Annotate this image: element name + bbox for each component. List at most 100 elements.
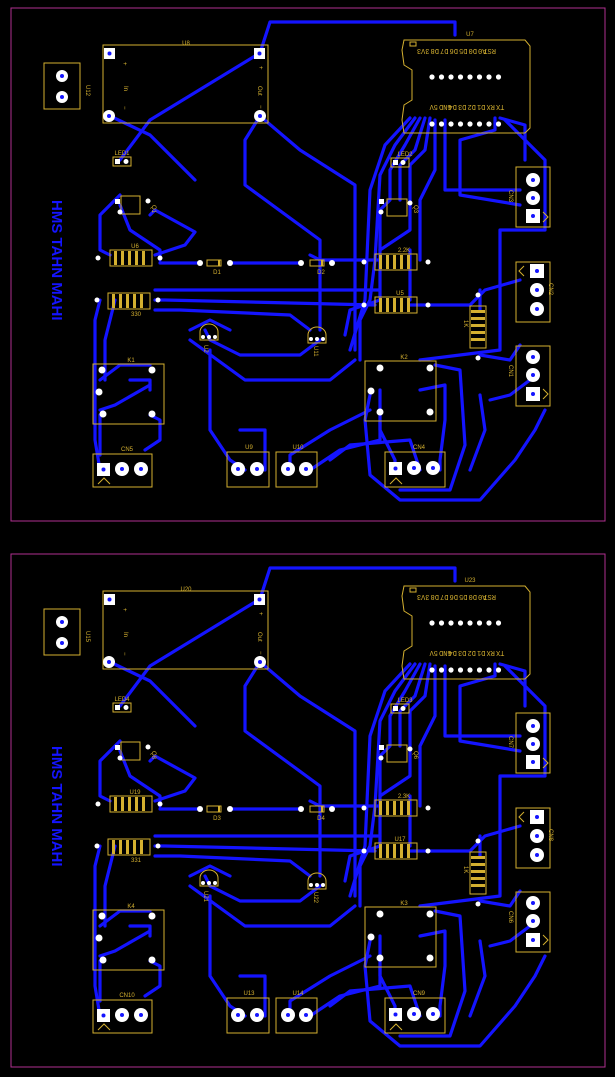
mcu-top-pin	[438, 620, 445, 626]
mcu-bottom-pin	[495, 667, 502, 673]
mcu-top-pin	[486, 620, 492, 626]
mcu-top-pin	[438, 74, 445, 80]
diode-right: D4	[298, 805, 335, 822]
svg-text:+: +	[257, 612, 263, 616]
mcu-top-pin-label: RST	[483, 592, 496, 600]
mcu-bottom-pin	[467, 121, 473, 127]
led-right: LED3	[390, 698, 413, 714]
mcu-top-pin	[457, 74, 464, 80]
mcu-bottom-pin-label: 5V	[429, 648, 438, 656]
connector-bottom-right: CN4	[384, 445, 446, 488]
mcu-bottom-pin	[495, 121, 502, 127]
mcu-bottom-pin	[476, 121, 483, 127]
svg-text:U11: U11	[312, 346, 318, 357]
mcu-bottom-pin	[438, 121, 445, 127]
svg-text:−: −	[121, 652, 127, 656]
connector-bottom-right: CN9	[384, 991, 446, 1034]
mcu-top-pin-label: D7	[440, 46, 448, 54]
mcu-bottom-pin	[486, 667, 492, 673]
resistor-mid-top: 2.2K	[361, 248, 431, 271]
mcu-top-pin	[467, 620, 473, 626]
svg-text:CN2: CN2	[547, 283, 553, 296]
svg-text:LED4: LED4	[114, 697, 130, 703]
q-right: Q3	[378, 198, 418, 217]
mcu-bottom-pin-label: GND	[439, 102, 452, 110]
mcu-top-pin-label: D7	[440, 592, 448, 600]
connector-u-a: U9	[226, 445, 270, 488]
mcu-bottom-pin-label: D3	[458, 102, 466, 110]
transistor-left: U2	[199, 323, 219, 353]
mcu-bottom-pin	[457, 121, 464, 127]
svg-text:+: +	[121, 608, 127, 612]
mcu-top-pin	[457, 620, 464, 626]
resistor-right: 1K	[462, 292, 487, 361]
mcu-top-pin	[486, 74, 492, 80]
mcu-top-pin	[495, 74, 502, 80]
mcu-bottom-pin	[476, 667, 483, 673]
resistor-mid-bot: U17	[361, 837, 431, 860]
brand-text: HMS TAHN MAHI	[48, 200, 65, 321]
connector-u-b: U14	[275, 991, 318, 1034]
resistor-left-top: U19	[95, 790, 163, 813]
svg-text:U21: U21	[202, 891, 208, 903]
regulator-out-label: Out	[256, 632, 262, 642]
mcu-bottom-pin	[448, 121, 454, 127]
connector-u-b: U10	[275, 445, 318, 488]
mcu-bottom-pin	[467, 667, 473, 673]
led-left: LED1	[112, 151, 132, 167]
svg-text:1K: 1K	[462, 320, 468, 327]
svg-text:331: 331	[131, 858, 142, 864]
regulator-out-label: Out	[256, 86, 262, 96]
connector-u-a: U13	[226, 991, 270, 1034]
regulator-in-label: In	[122, 86, 128, 91]
mcu-top-pin	[476, 74, 483, 80]
svg-text:D4: D4	[317, 816, 325, 822]
resistor-mid-top: 2.3K	[361, 794, 431, 817]
connector-right-bot: CN6	[507, 891, 551, 953]
resistor-right: 1K	[462, 838, 487, 907]
mcu-top-pin-label: D8	[431, 46, 439, 54]
mcu-ref: U23	[464, 578, 476, 584]
mcu-top-pin	[476, 620, 483, 626]
regulator-ref: U20	[180, 587, 192, 593]
mcu-bottom-pin	[429, 121, 435, 127]
svg-text:U19: U19	[129, 790, 141, 796]
mcu-top-pin-label: A0	[478, 592, 486, 600]
mcu-bottom-pin-label: 5V	[429, 102, 438, 110]
relay-right: K2	[364, 355, 437, 422]
dc-jack-ref: U15	[84, 631, 90, 643]
resistor-mid-bot: U5	[361, 291, 431, 314]
svg-text:D1: D1	[213, 270, 221, 276]
led-left: LED4	[112, 697, 132, 713]
relay-left: K4	[92, 904, 165, 971]
svg-text:K1: K1	[127, 358, 135, 364]
connector-right-bot: CN1	[507, 345, 551, 407]
resistor-left-bot: 331	[94, 838, 161, 864]
svg-text:Q8: Q8	[150, 751, 156, 760]
connector-right-top: CN7	[507, 712, 551, 774]
connector-bottom-left: CN5	[92, 447, 153, 488]
mcu-top-pin-label: D6	[450, 592, 458, 600]
board-outline	[10, 7, 606, 522]
mcu-bottom-pin-label: TX	[495, 102, 504, 110]
brand-text: HMS TAHN MAHI	[48, 746, 65, 867]
mcu-bottom-pin	[486, 121, 492, 127]
svg-text:Q6: Q6	[412, 751, 418, 760]
regulator-ref: U8	[182, 41, 190, 47]
mcu-bottom-pin	[448, 667, 454, 673]
svg-text:CN4: CN4	[413, 445, 426, 451]
svg-text:U14: U14	[292, 991, 304, 997]
mcu-top-pin-label: 3V3	[417, 46, 430, 54]
mcu-ref: U7	[466, 32, 474, 38]
connector-right-top: CN3	[507, 166, 551, 228]
svg-text:CN8: CN8	[547, 829, 553, 842]
voltage-regulator: U20 In Out + − + −	[102, 587, 269, 670]
svg-text:Q1: Q1	[150, 205, 156, 214]
svg-text:CN6: CN6	[507, 911, 513, 924]
connector-right-mid: CN2	[515, 261, 553, 323]
svg-text:LED3: LED3	[397, 698, 413, 704]
mcu-bottom-pin-label: D2	[468, 648, 476, 656]
svg-text:CN5: CN5	[121, 447, 134, 453]
